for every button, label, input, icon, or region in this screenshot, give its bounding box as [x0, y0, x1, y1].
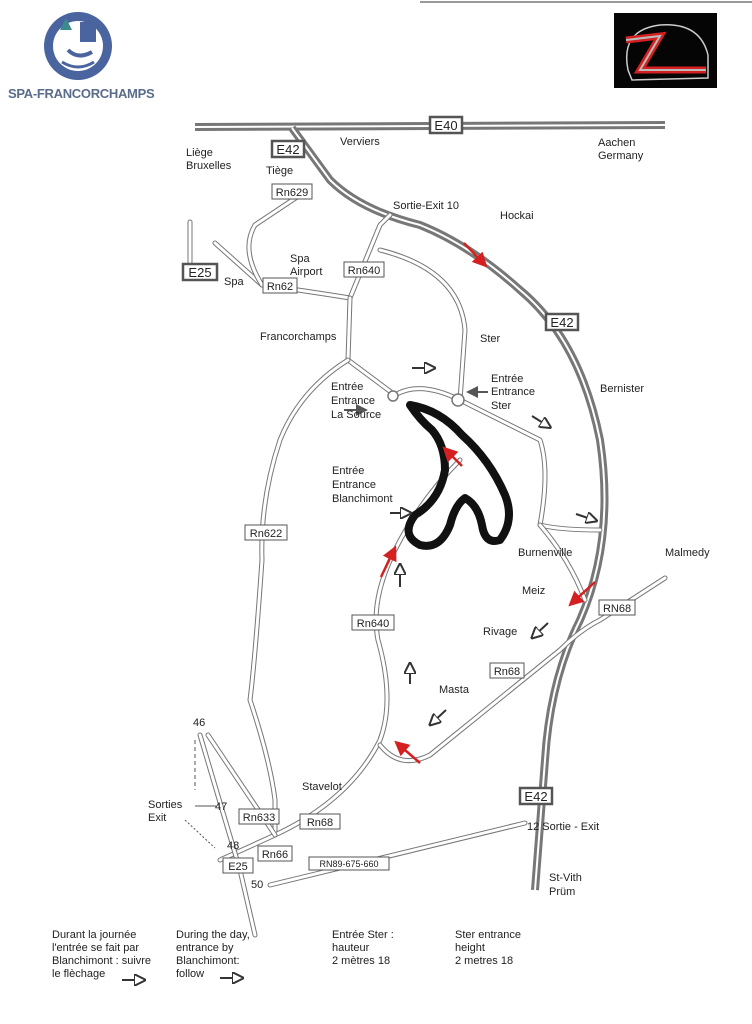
rn62-label: Rn62 — [262, 277, 298, 294]
place-burnenville: Burnenville — [518, 547, 572, 559]
place-spa: Spa — [224, 276, 244, 288]
rn68-label-mid: Rn68 — [489, 662, 525, 679]
open-arrow-icon — [575, 514, 594, 520]
red-direction-arrows — [379, 242, 596, 764]
open-arrow-icon — [432, 709, 447, 723]
place-ster: Ster — [480, 333, 501, 345]
place-spa-airport-2: Airport — [290, 266, 322, 278]
svg-text:Entrée: Entrée — [331, 381, 363, 393]
place-bernister: Bernister — [600, 383, 644, 395]
rn629-label: Rn629 — [271, 183, 313, 200]
svg-text:Entrance: Entrance — [491, 386, 535, 398]
svg-text:Entrance: Entrance — [331, 395, 375, 407]
exit-12-label: 12 Sortie - Exit — [527, 821, 599, 833]
exit-10-label: Sortie-Exit 10 — [393, 200, 459, 212]
svg-text:Rn622: Rn622 — [250, 528, 282, 540]
place-malmedy: Malmedy — [665, 547, 710, 559]
e40-shield: E40 — [428, 115, 464, 135]
exit-47: 47 — [215, 801, 227, 813]
svg-text:Entrée: Entrée — [491, 373, 523, 385]
svg-text:E25: E25 — [188, 265, 211, 280]
e25-shield-south: E25 — [222, 857, 254, 874]
svg-text:Rn629: Rn629 — [276, 187, 308, 199]
svg-text:Rn640: Rn640 — [348, 265, 380, 277]
race-track — [404, 401, 513, 550]
svg-text:E42: E42 — [524, 789, 547, 804]
e42-highway — [288, 125, 609, 891]
rn622-label: Rn622 — [244, 524, 288, 541]
place-bruxelles: Bruxelles — [186, 160, 232, 172]
red-arrow-icon — [379, 545, 397, 578]
spa-logo-emblem — [44, 12, 112, 80]
entrance-blanchimont: Entrée Entrance Blanchimont — [332, 465, 393, 505]
red-arrow-icon — [568, 581, 596, 607]
e25-road — [187, 219, 265, 288]
spa-logo-text: SPA-FRANCORCHAMPS — [8, 86, 155, 101]
svg-text:Entrée: Entrée — [332, 465, 364, 477]
svg-text:Rn640: Rn640 — [357, 618, 389, 630]
e25-shield-north: E25 — [181, 262, 219, 282]
place-stavelot: Stavelot — [302, 781, 342, 793]
place-masta: Masta — [439, 684, 470, 696]
legend-en-day: During the day, entrance by Blanchimont:… — [176, 929, 250, 980]
svg-text:E25: E25 — [228, 861, 248, 873]
legend-fr-height: Entrée Ster : hauteur 2 mètres 18 — [332, 929, 394, 967]
rn89-label: RN89-675-660 — [308, 856, 390, 871]
exit-label: Exit — [148, 812, 166, 824]
entrance-la-source: Entrée Entrance La Source — [331, 381, 381, 421]
follow-arrows — [122, 368, 594, 980]
e42-shield-north: E42 — [270, 139, 306, 159]
rn68-label-east: RN68 — [598, 599, 636, 616]
open-arrow-icon — [531, 415, 548, 426]
place-tiege: Tiège — [266, 165, 293, 177]
open-arrow-icon — [534, 622, 549, 636]
svg-text:Ster: Ster — [491, 400, 512, 412]
place-francorchamps: Francorchamps — [260, 331, 337, 343]
svg-text:La Source: La Source — [331, 409, 381, 421]
rn640-label-south: Rn640 — [351, 614, 395, 631]
red-arrow-icon — [394, 740, 421, 764]
exit-48: 48 — [227, 840, 239, 852]
rn633-label: Rn633 — [238, 808, 280, 825]
place-verviers: Verviers — [340, 136, 380, 148]
svg-text:E40: E40 — [434, 118, 457, 133]
svg-text:Rn62: Rn62 — [267, 281, 293, 293]
place-hockai: Hockai — [500, 210, 534, 222]
legend-en-height: Ster entrance height 2 metres 18 — [455, 929, 522, 967]
place-spa-airport: Spa — [290, 253, 310, 265]
local-roads — [184, 192, 668, 938]
rn66-label: Rn66 — [257, 845, 293, 862]
place-st-vith: St-Vith — [549, 872, 582, 884]
red-arrow-icon — [442, 446, 463, 467]
svg-text:Rn68: Rn68 — [307, 817, 333, 829]
sorties-label: Sorties — [148, 799, 183, 811]
legend-fr-day: Durant la journée l'entrée se fait par B… — [52, 929, 152, 980]
place-meiz: Meiz — [522, 585, 545, 597]
exit-50: 50 — [251, 879, 263, 891]
e42-shield-south: E42 — [518, 786, 554, 806]
exit-46: 46 — [193, 717, 205, 729]
e42-shield-middle: E42 — [544, 312, 580, 332]
place-aachen: Aachen — [598, 137, 635, 149]
svg-text:Blanchimont: Blanchimont — [332, 493, 393, 505]
svg-text:Entrance: Entrance — [332, 479, 376, 491]
svg-text:Rn633: Rn633 — [243, 812, 275, 824]
place-prum: Prüm — [549, 886, 575, 898]
svg-text:RN68: RN68 — [603, 603, 631, 615]
entrance-ster: Entrée Entrance Ster — [491, 373, 535, 412]
svg-text:RN89-675-660: RN89-675-660 — [319, 859, 378, 869]
svg-text:Rn66: Rn66 — [262, 849, 288, 861]
svg-text:E42: E42 — [550, 315, 573, 330]
rn640-label-north: Rn640 — [343, 261, 385, 278]
place-rivage: Rivage — [483, 626, 517, 638]
rn68-label-west: Rn68 — [299, 813, 341, 830]
red-arrow-icon — [463, 242, 488, 268]
place-germany: Germany — [598, 150, 644, 162]
svg-text:E42: E42 — [276, 142, 299, 157]
place-liege: Liège — [186, 147, 213, 159]
svg-text:Rn68: Rn68 — [494, 666, 520, 678]
